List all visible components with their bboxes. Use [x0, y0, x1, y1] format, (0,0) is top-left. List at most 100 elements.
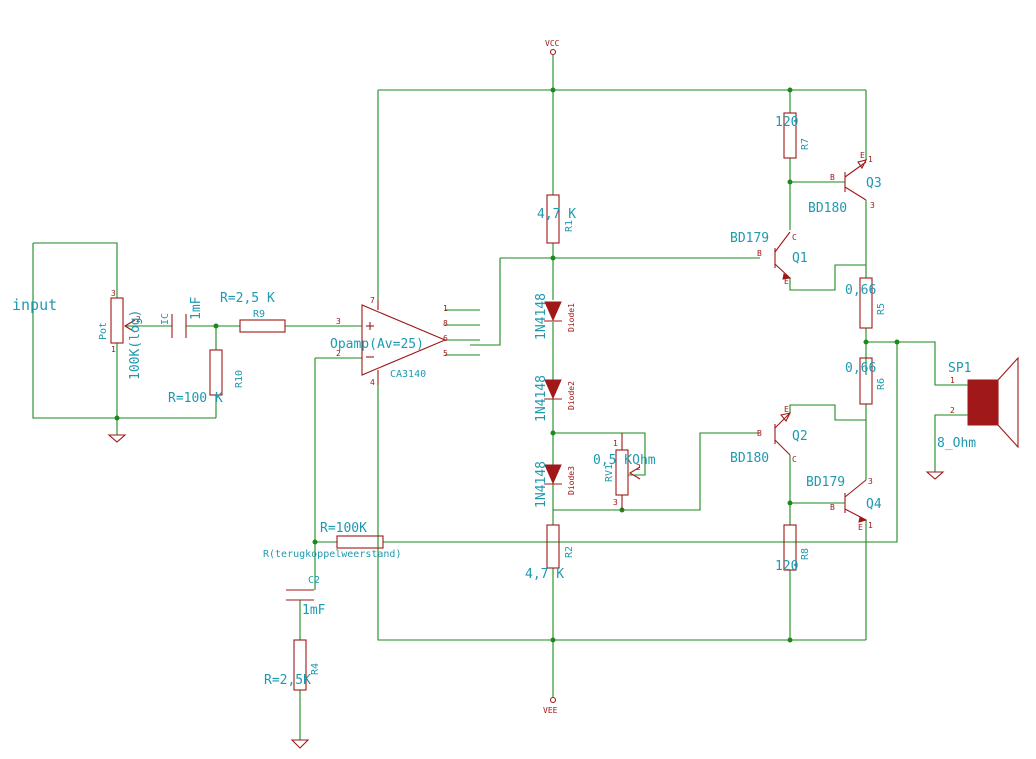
svg-text:R(terugkoppelweerstand): R(terugkoppelweerstand) [263, 549, 401, 560]
diode-1-value-upper: 1N4148 [534, 283, 549, 330]
svg-text:3: 3 [336, 317, 341, 326]
ground-symbol [107, 434, 945, 749]
pot-potentiometer: 3 1 2 Pot 100K(log) [98, 289, 143, 380]
svg-text:1: 1 [613, 439, 618, 448]
svg-text:R=2,5 K: R=2,5 K [220, 291, 275, 306]
diode-1: Diode1 1N4148 [534, 293, 576, 340]
input-label: input [12, 296, 57, 314]
transistor-q3: B E 1 3 Q3 BD180 [808, 151, 882, 216]
svg-text:IC: IC [160, 313, 171, 325]
transistor-q4: B 3 E 1 Q4 BD179 [806, 475, 882, 532]
svg-text:100K(log): 100K(log) [128, 310, 143, 380]
svg-text:Pot: Pot [98, 322, 109, 340]
svg-text:2: 2 [136, 315, 141, 324]
svg-text:B: B [830, 503, 835, 512]
resistor-r6: R6 0,66 [845, 357, 887, 405]
svg-text:C2: C2 [308, 575, 320, 586]
svg-text:3: 3 [868, 477, 873, 486]
svg-text:C: C [792, 455, 797, 464]
transistor-q2: B E C Q2 BD180 [730, 405, 808, 466]
svg-text:C: C [792, 233, 797, 242]
svg-text:R4: R4 [310, 663, 321, 675]
svg-text:4,7 K: 4,7 K [525, 567, 564, 582]
svg-text:1: 1 [868, 155, 873, 164]
resistor-r8: R8 120 [775, 524, 811, 574]
svg-text:5: 5 [443, 349, 448, 358]
svg-text:Opamp(Av=25): Opamp(Av=25) [330, 337, 424, 352]
diode-2: Diode2 1N4148 [534, 375, 576, 422]
svg-text:Diode1: Diode1 [567, 303, 576, 332]
svg-text:CA3140: CA3140 [390, 369, 426, 380]
svg-text:R8: R8 [800, 548, 811, 560]
resistor-feedback: R=100K R(terugkoppelweerstand) [263, 521, 401, 560]
svg-text:7: 7 [370, 296, 375, 305]
svg-text:Q2: Q2 [792, 429, 808, 444]
svg-text:Diode3: Diode3 [567, 466, 576, 495]
diode-3: Diode3 1N4148 [534, 461, 576, 508]
svg-text:BD179: BD179 [730, 231, 769, 246]
svg-text:E: E [784, 405, 789, 414]
capacitor-ic: IC 1mF [160, 296, 204, 338]
svg-text:BD180: BD180 [808, 201, 847, 216]
svg-text:Q1: Q1 [792, 251, 808, 266]
svg-text:0,66: 0,66 [845, 283, 876, 298]
svg-text:2: 2 [336, 349, 341, 358]
junctions [114, 87, 900, 643]
svg-text:R9: R9 [253, 309, 265, 320]
svg-text:3: 3 [613, 498, 618, 507]
svg-text:1mF: 1mF [302, 603, 326, 618]
svg-text:1: 1 [443, 304, 448, 313]
svg-text:0,5 KOhm: 0,5 KOhm [593, 453, 656, 468]
svg-text:E: E [784, 277, 789, 286]
svg-text:RV1: RV1 [604, 464, 615, 482]
svg-text:R5: R5 [876, 303, 887, 315]
svg-text:B: B [757, 429, 762, 438]
svg-text:120: 120 [775, 115, 798, 130]
svg-text:E: E [858, 523, 863, 532]
svg-text:3: 3 [870, 201, 875, 210]
svg-text:2: 2 [950, 406, 955, 415]
svg-text:4: 4 [370, 378, 375, 387]
svg-text:1mF: 1mF [189, 296, 204, 320]
svg-text:2: 2 [636, 463, 641, 472]
svg-text:4,7 K: 4,7 K [537, 207, 576, 222]
vcc-symbol: VCC [545, 39, 560, 56]
svg-text:1N4148: 1N4148 [534, 461, 549, 508]
svg-text:VEE: VEE [543, 706, 558, 715]
resistor-r7: R7 120 [775, 112, 811, 159]
svg-text:6: 6 [443, 334, 448, 343]
svg-text:Q3: Q3 [866, 176, 882, 191]
svg-text:Q4: Q4 [866, 497, 882, 512]
svg-text:R=100K: R=100K [320, 521, 367, 536]
trimmer-rv1: 1 3 2 RV1 0,5 KOhm [593, 433, 656, 510]
capacitor-c2: C2 1mF [286, 575, 326, 618]
resistor-r1: R1 4,7 K [537, 194, 576, 244]
transistor-q1: B C E Q1 BD179 [730, 231, 808, 286]
opamp-ca3140: 7 3 2 4 1 8 6 5 Opamp(Av=25) CA3140 [330, 296, 448, 387]
svg-text:R2: R2 [564, 546, 575, 558]
svg-text:BD179: BD179 [806, 475, 845, 490]
resistor-r2: R2 4,7 K [525, 524, 575, 582]
svg-text:120: 120 [775, 559, 798, 574]
resistor-r4: R4 R=2,5K [264, 639, 321, 691]
resistor-r5: R5 0,66 [845, 277, 887, 329]
svg-text:BD180: BD180 [730, 451, 769, 466]
svg-text:1: 1 [111, 345, 116, 354]
resistor-r10: R10 R=100 K [168, 349, 245, 406]
svg-text:R10: R10 [234, 370, 245, 388]
svg-text:8_Ohm: 8_Ohm [937, 436, 976, 451]
svg-text:VCC: VCC [545, 39, 560, 48]
svg-text:1: 1 [868, 521, 873, 530]
vee-symbol: VEE [543, 696, 558, 715]
svg-text:8: 8 [443, 319, 448, 328]
svg-text:R7: R7 [800, 138, 811, 150]
wires [32, 55, 948, 740]
svg-text:R=2,5K: R=2,5K [264, 673, 311, 688]
svg-text:R6: R6 [876, 378, 887, 390]
svg-text:1N4148: 1N4148 [534, 375, 549, 422]
svg-text:SP1: SP1 [948, 361, 971, 376]
svg-text:1: 1 [950, 376, 955, 385]
svg-text:Diode2: Diode2 [567, 381, 576, 410]
svg-text:0,66: 0,66 [845, 361, 876, 376]
